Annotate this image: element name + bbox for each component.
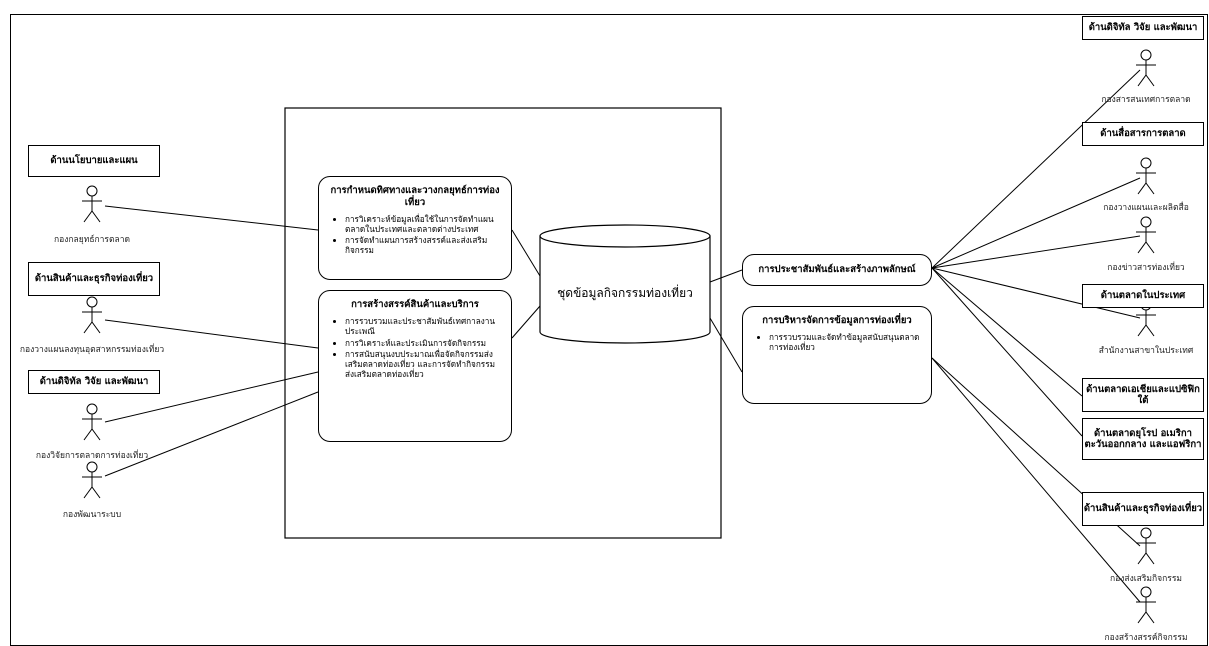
link-system-dev-actor-to-uc2: [104, 391, 319, 477]
actor-promotion-icon: [1136, 527, 1156, 565]
list-item: การสนับสนุนงบประมาณเพื่อจัดกิจกรรมส่งเสร…: [345, 350, 503, 380]
actor-promotion-label: กองส่งเสริมกิจกรรม: [1109, 574, 1183, 584]
actor-media-label: กองวางแผนและผลิตสื่อ: [1103, 203, 1189, 213]
actor-research-icon: [82, 403, 102, 441]
link-uc4-to-creative-actor: [931, 357, 1141, 603]
link-uc3-to-europe-group: [931, 267, 1083, 437]
datastore-label: ชุดข้อมูลกิจกรรมท่องเที่ยว: [557, 286, 693, 300]
link-datastore-to-uc4: [709, 317, 743, 373]
link-datastore-to-uc3: [709, 269, 743, 283]
actor-system-dev-label: กองพัฒนาระบบ: [62, 510, 122, 520]
use-case-data-mgmt-title: การบริหารจัดการข้อมูลการท่องเที่ยว: [762, 315, 912, 326]
list-item: การวิเคราะห์และประเมินการจัดกิจกรรม: [345, 338, 503, 349]
actor-branch-label: สำนักงานสาขาในประเทศ: [1098, 346, 1194, 356]
group-digital-right: ด้านดิจิทัล วิจัย และพัฒนา: [1082, 16, 1204, 40]
datastore-cylinder: [539, 224, 711, 344]
left-connectors: [104, 205, 743, 477]
group-asia-pacific: ด้านตลาดเอเชียและแปซิฟิกใต้: [1082, 378, 1204, 412]
group-products-right: ด้านสินค้าและธุรกิจท่องเที่ยว: [1082, 492, 1204, 526]
link-uc3-to-branch-actor: [931, 267, 1141, 319]
link-uc3-to-asia-group: [931, 267, 1083, 397]
left-actors: [82, 185, 102, 499]
use-case-data-mgmt[interactable]: การบริหารจัดการข้อมูลการท่องเที่ยว การรว…: [742, 306, 932, 404]
group-marketing-comm: ด้านสื่อสารการตลาด: [1082, 122, 1204, 146]
system-boundary: [284, 107, 722, 539]
group-products-left: ด้านสินค้าและธุรกิจท่องเที่ยว: [28, 262, 160, 296]
use-case-strategy-list: การวิเคราะห์ข้อมูลเพื่อใช้ในการจัดทำแผนต…: [327, 214, 503, 256]
actor-strategy-label: กองกลยุทธ์การตลาด: [53, 235, 131, 245]
actor-investment-icon: [82, 296, 102, 334]
actor-creative-icon: [1136, 586, 1156, 624]
actor-news-label: กองข่าวสารท่องเที่ยว: [1107, 263, 1185, 273]
list-item: การจัดทำแผนการสร้างสรรค์และส่งเสริมกิจกร…: [345, 236, 503, 256]
use-case-products-title: การสร้างสรรค์สินค้าและบริการ: [351, 299, 479, 310]
use-case-strategy[interactable]: การกำหนดทิศทางและวางกลยุทธ์การท่องเที่ยว…: [318, 176, 512, 280]
link-research-actor-to-uc2: [104, 371, 319, 423]
group-digital-left: ด้านดิจิทัล วิจัย และพัฒนา: [28, 370, 160, 394]
list-item: การรวบรวมและประชาสัมพันธ์เทศกาลงานประเพณ…: [345, 316, 503, 337]
actor-strategy-icon: [82, 185, 102, 223]
use-case-data-mgmt-list: การรวบรวมและจัดทำข้อมูลสนับสนุนตลาดการท่…: [751, 332, 923, 353]
list-item: การวิเคราะห์ข้อมูลเพื่อใช้ในการจัดทำแผนต…: [345, 214, 503, 235]
actor-investment-label: กองวางแผนลงทุนอุตสาหกรรมท่องเที่ยว: [19, 345, 165, 355]
right-actors: [1136, 49, 1156, 624]
actor-research-label: กองวิจัยการตลาดการท่องเที่ยว: [35, 451, 149, 461]
link-uc3-to-info-actor: [931, 69, 1141, 269]
group-domestic: ด้านตลาดในประเทศ: [1082, 284, 1204, 308]
use-case-products-list: การรวบรวมและประชาสัมพันธ์เทศกาลงานประเพณ…: [327, 316, 503, 380]
list-item: การรวบรวมและจัดทำข้อมูลสนับสนุนตลาดการท่…: [769, 332, 923, 353]
actor-info-label: กองสารสนเทศการตลาด: [1101, 95, 1191, 105]
use-case-strategy-title: การกำหนดทิศทางและวางกลยุทธ์การท่องเที่ยว: [330, 185, 500, 208]
use-case-products[interactable]: การสร้างสรรค์สินค้าและบริการ การรวบรวมแล…: [318, 290, 512, 442]
group-policy-plan: ด้านนโยบายและแผน: [28, 145, 160, 177]
link-uc1-to-datastore: [511, 229, 541, 277]
link-strategy-actor-to-uc1: [104, 205, 319, 231]
actor-system-dev-icon: [82, 461, 102, 499]
actor-info-icon: [1136, 49, 1156, 87]
actor-creative-label: กองสร้างสรรค์กิจกรรม: [1104, 633, 1188, 643]
link-uc3-to-media-actor: [931, 177, 1141, 269]
link-uc2-to-datastore: [511, 305, 541, 339]
use-case-pr-title: การประชาสัมพันธ์และสร้างภาพลักษณ์: [758, 264, 916, 276]
actor-media-icon: [1136, 157, 1156, 195]
use-case-pr[interactable]: การประชาสัมพันธ์และสร้างภาพลักษณ์: [742, 254, 932, 286]
actor-news-icon: [1136, 216, 1156, 254]
link-investment-actor-to-uc2: [104, 319, 319, 349]
group-europe-americas: ด้านตลาดยุโรป อเมริกา ตะวันออกกลาง และแอ…: [1082, 418, 1204, 460]
link-uc3-to-news-actor: [931, 235, 1141, 269]
